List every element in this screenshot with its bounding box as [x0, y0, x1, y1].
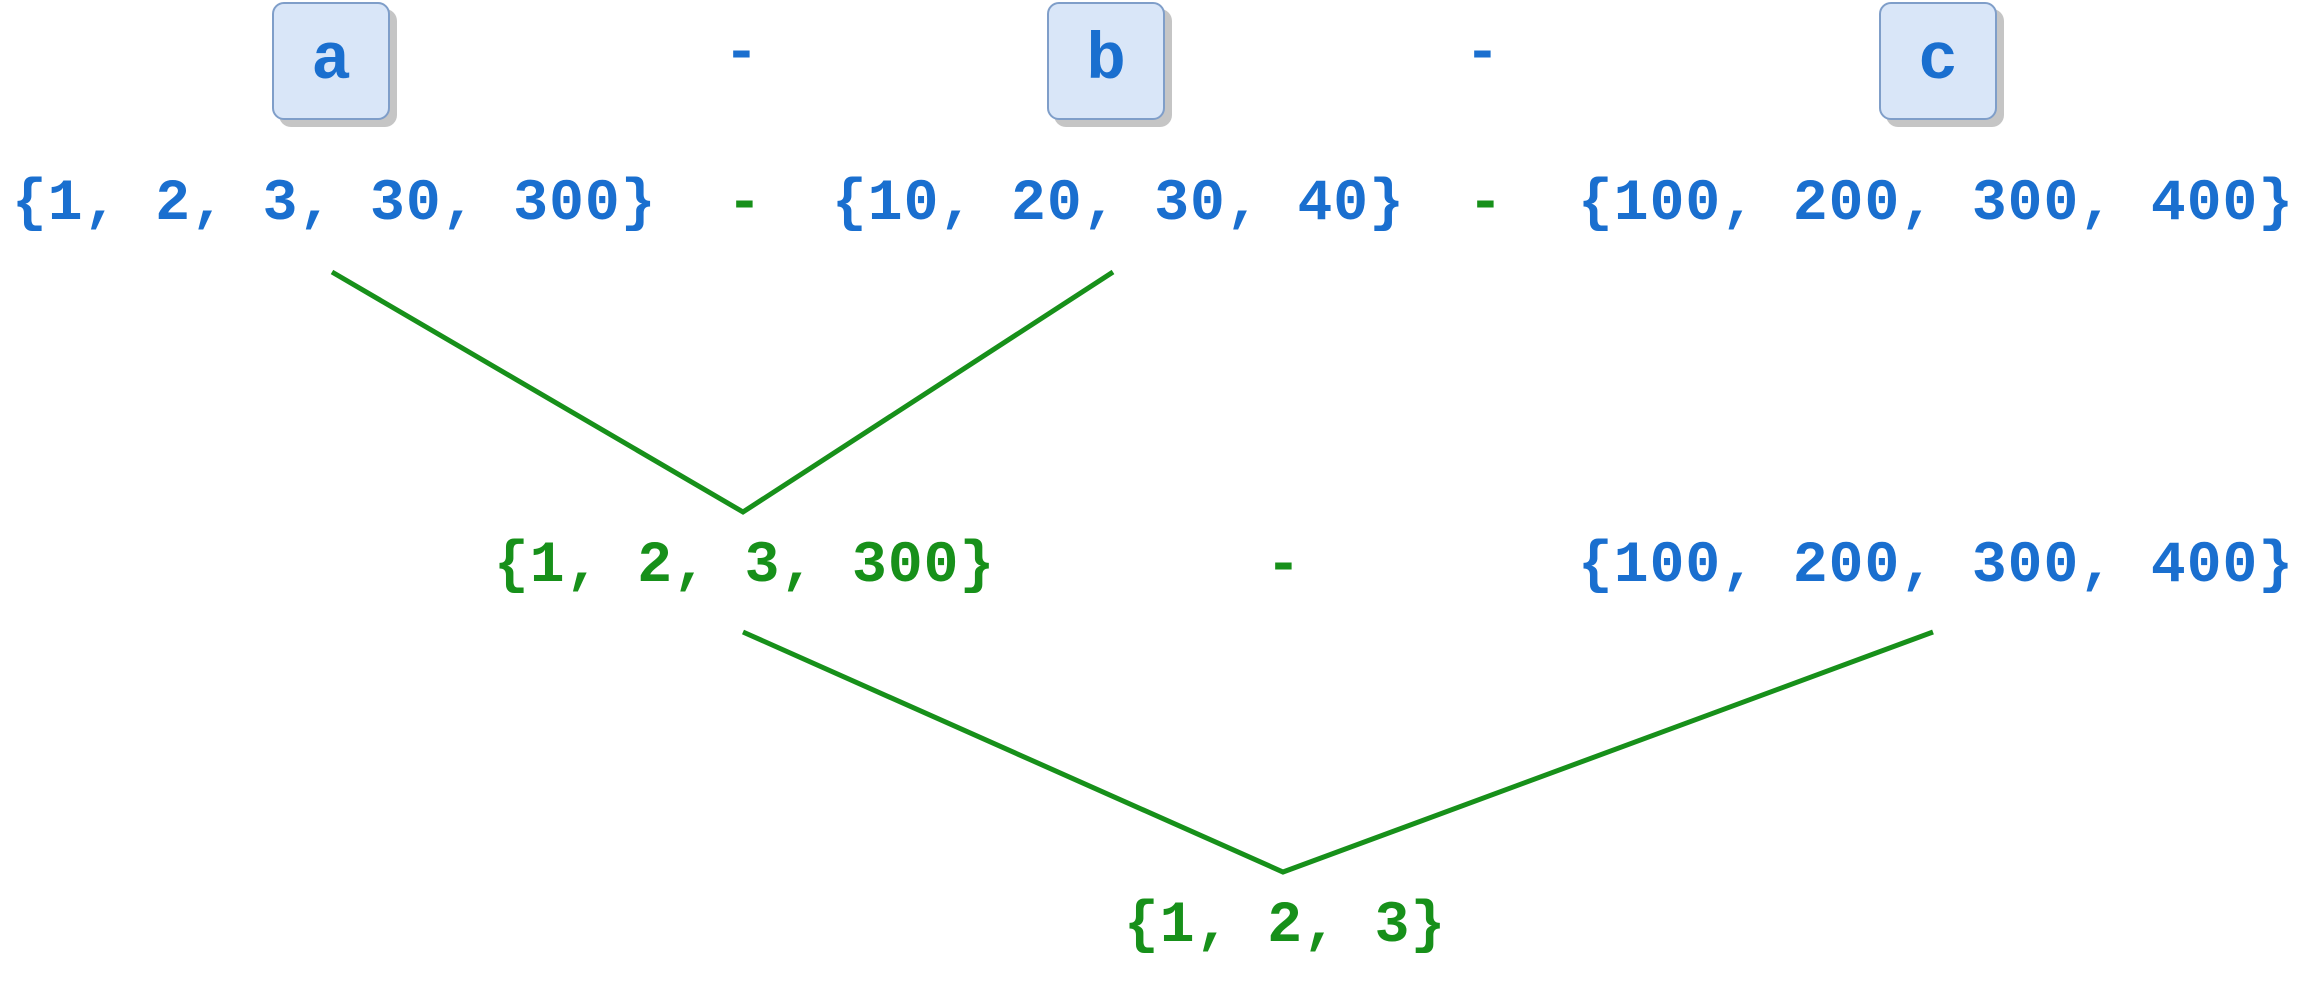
operator-minus-row1-1: - — [727, 172, 762, 237]
variable-label-a: a — [311, 23, 351, 98]
connector-a-b — [330, 269, 1115, 515]
operator-minus-top-2: - — [1465, 22, 1500, 87]
variable-box-c: c — [1879, 2, 1997, 120]
variable-box-a: a — [272, 2, 390, 120]
set-b: {10, 20, 30, 40} — [832, 172, 1405, 237]
operator-minus-row2: - — [1266, 534, 1301, 599]
variable-box-b: b — [1047, 2, 1165, 120]
set-a: {1, 2, 3, 30, 300} — [12, 172, 657, 237]
set-c-repeat: {100, 200, 300, 400} — [1578, 534, 2295, 599]
variable-label-c: c — [1918, 23, 1958, 98]
set-a-minus-b: {1, 2, 3, 300} — [494, 534, 996, 599]
connector-ab-c — [741, 629, 1934, 875]
variable-label-b: b — [1086, 23, 1126, 98]
operator-minus-row1-2: - — [1468, 172, 1503, 237]
set-result: {1, 2, 3} — [1124, 894, 1447, 959]
set-c: {100, 200, 300, 400} — [1578, 172, 2295, 237]
operator-minus-top-1: - — [724, 22, 759, 87]
